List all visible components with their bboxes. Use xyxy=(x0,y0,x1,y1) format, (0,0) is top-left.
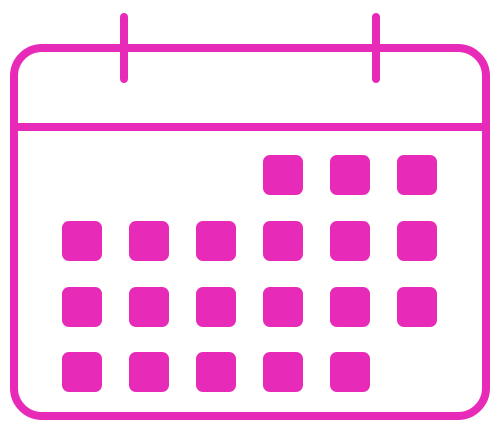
day-cell xyxy=(397,221,437,261)
day-cell xyxy=(196,352,236,392)
calendar-body-outline xyxy=(10,44,490,420)
day-cell xyxy=(129,221,169,261)
day-cell xyxy=(397,287,437,327)
day-cell xyxy=(196,221,236,261)
day-cell xyxy=(62,221,102,261)
day-cell xyxy=(330,221,370,261)
day-cell xyxy=(62,352,102,392)
day-cell xyxy=(263,221,303,261)
day-cell xyxy=(263,352,303,392)
day-cell xyxy=(129,352,169,392)
day-cell xyxy=(263,155,303,195)
day-cell xyxy=(196,287,236,327)
day-cell xyxy=(330,155,370,195)
day-cell xyxy=(397,155,437,195)
calendar-frame xyxy=(10,13,490,420)
day-cell xyxy=(330,352,370,392)
day-cell xyxy=(129,287,169,327)
day-cell xyxy=(330,287,370,327)
day-grid xyxy=(62,155,437,392)
day-cell xyxy=(62,287,102,327)
day-cell xyxy=(263,287,303,327)
